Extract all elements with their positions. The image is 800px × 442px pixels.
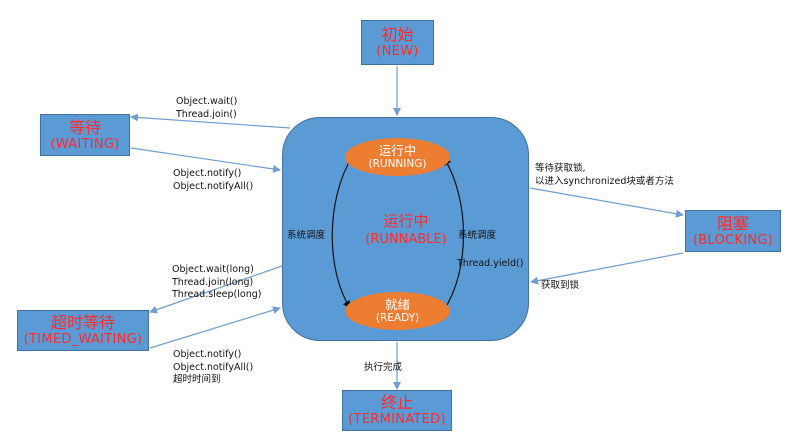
state-terminated-cn: 终止 [380,393,413,413]
label-line: 等待获取锁, [535,163,586,174]
label-line: Object.notifyAll() [173,361,254,373]
state-terminated: 终止 (TERMINATED) [342,390,452,431]
label-line: Object.notifyAll() [173,180,254,192]
state-running: 运行中 (RUNNING) [345,138,450,176]
state-runnable-en: (RUNNABLE) [365,231,447,247]
arrow-blocking-to-runnable [530,252,684,285]
arrow-runnable-to-waiting [130,113,291,129]
state-waiting-cn: 等待 [68,117,101,137]
state-ready-en: (READY) [375,312,420,325]
state-blocking: 阻塞 (BLOCKING) [685,210,781,252]
state-terminated-en: (TERMINATED) [348,412,446,428]
state-ready: 就绪 (READY) [345,292,450,330]
state-waiting-en: (WAITING) [50,136,120,152]
label-to-blocking: 等待获取锁, 以进入synchronized块或者方法 [535,163,674,188]
state-waiting: 等待 (WAITING) [40,114,130,156]
label-sched-left: 系统调度 [287,230,326,241]
state-ready-cn: 就绪 [384,296,410,312]
arrow-running-to-ready [331,156,353,309]
state-timed-waiting-en: (TIMED_WAITING) [23,332,143,348]
label-yield: Thread.yield() [457,258,524,269]
label-to-timed-waiting: Object.wait(long) Thread.join(long) Thre… [172,264,261,302]
label-done: 执行完成 [364,362,403,373]
label-line: Thread.sleep(long) [172,289,262,300]
state-running-en: (RUNNING) [368,158,427,171]
label-sched-right: 系统调度 [458,230,497,241]
label-line: 以进入synchronized块或者方法 [535,175,674,187]
arrow-runnable-to-timed-waiting [149,265,283,314]
arrow-runnable-to-blocking [529,187,684,218]
arrow-ready-to-running [443,157,464,311]
label-line: 超时时间到 [173,374,221,385]
label-from-blocking: 获取到锁 [541,280,580,291]
label-from-timed-waiting: Object.notify() Object.notifyAll() 超时时间到 [173,349,253,387]
state-new: 初始 (NEW) [361,20,434,65]
label-line: Object.notify() [173,349,242,360]
label-from-waiting: Object.notify() Object.notifyAll() [173,168,253,193]
state-blocking-en: (BLOCKING) [692,232,774,248]
state-timed-waiting-cn: 超时等待 [50,313,115,333]
label-line: Object.wait(long) [172,264,254,275]
label-line: Object.wait() [176,96,238,107]
state-runnable: 运行中 (RUNNABLE) [348,212,464,248]
label-to-waiting: Object.wait() Thread.join() [176,96,237,121]
arrow-waiting-to-runnable [130,147,281,173]
state-blocking-cn: 阻塞 [716,213,749,233]
state-new-en: (NEW) [376,44,419,60]
state-runnable-cn: 运行中 [383,212,429,230]
state-timed-waiting: 超时等待 (TIMED_WAITING) [17,310,149,351]
arrow-timed-waiting-to-runnable [149,306,281,349]
label-line: Object.notify() [173,168,242,179]
label-line: Thread.join(long) [172,276,254,288]
state-new-cn: 初始 [381,25,414,45]
state-running-cn: 运行中 [378,142,417,158]
label-line: Thread.join() [176,108,237,120]
